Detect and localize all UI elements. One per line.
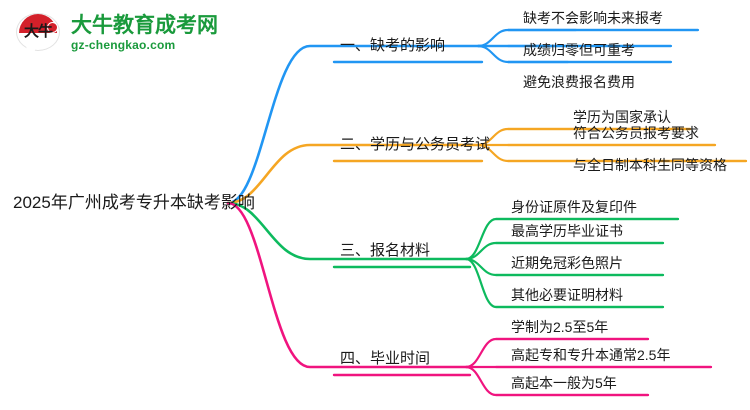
leaf-label-4-2[interactable]: 高起专和专升本通常2.5年 (511, 347, 671, 363)
red-dot-icon (47, 22, 58, 33)
logo-wordmark: 大牛教育成考网 gz-chengkao.com (71, 14, 218, 53)
logo-subtitle: gz-chengkao.com (71, 37, 176, 52)
leaf-label-3-3[interactable]: 近期免冠彩色照片 (511, 255, 623, 271)
branch-label-3[interactable]: 三、报名材料 (340, 242, 431, 259)
branch-label-4[interactable]: 四、毕业时间 (340, 350, 431, 367)
leaf-label-2-3[interactable]: 与全日制本科生同等资格 (573, 157, 727, 173)
leaf-label-3-4[interactable]: 其他必要证明材料 (511, 287, 623, 303)
branch-label-1[interactable]: 一、缺考的影响 (340, 37, 446, 54)
leaf-label-3-1[interactable]: 身份证原件及复印件 (511, 199, 637, 215)
leaf-label-2-1[interactable]: 学历为国家承认 (573, 109, 671, 125)
leaf-label-4-3[interactable]: 高起本一般为5年 (511, 375, 617, 391)
logo-mark-text: 大牛 (23, 23, 53, 40)
logo-title: 大牛教育成考网 (71, 13, 218, 37)
leaf-label-3-2[interactable]: 最高学历毕业证书 (511, 223, 623, 239)
leaf-label-2-2[interactable]: 符合公务员报考要求 (573, 125, 699, 141)
site-logo: 大牛 大牛教育成考网 gz-chengkao.com (14, 8, 234, 58)
branch-label-2[interactable]: 二、学历与公务员考试 (340, 136, 491, 153)
leaf-label-4-1[interactable]: 学制为2.5至5年 (511, 319, 609, 335)
leaf-label-1-1[interactable]: 缺考不会影响未来报考 (523, 10, 663, 26)
root-node-label[interactable]: 2025年广州成考专升本缺考影响 (13, 193, 255, 212)
leaf-label-1-2[interactable]: 成绩归零但可重考 (523, 42, 635, 58)
leaf-label-1-3[interactable]: 避免浪费报名费用 (523, 74, 635, 90)
logo-mark-icon: 大牛 (14, 10, 64, 56)
